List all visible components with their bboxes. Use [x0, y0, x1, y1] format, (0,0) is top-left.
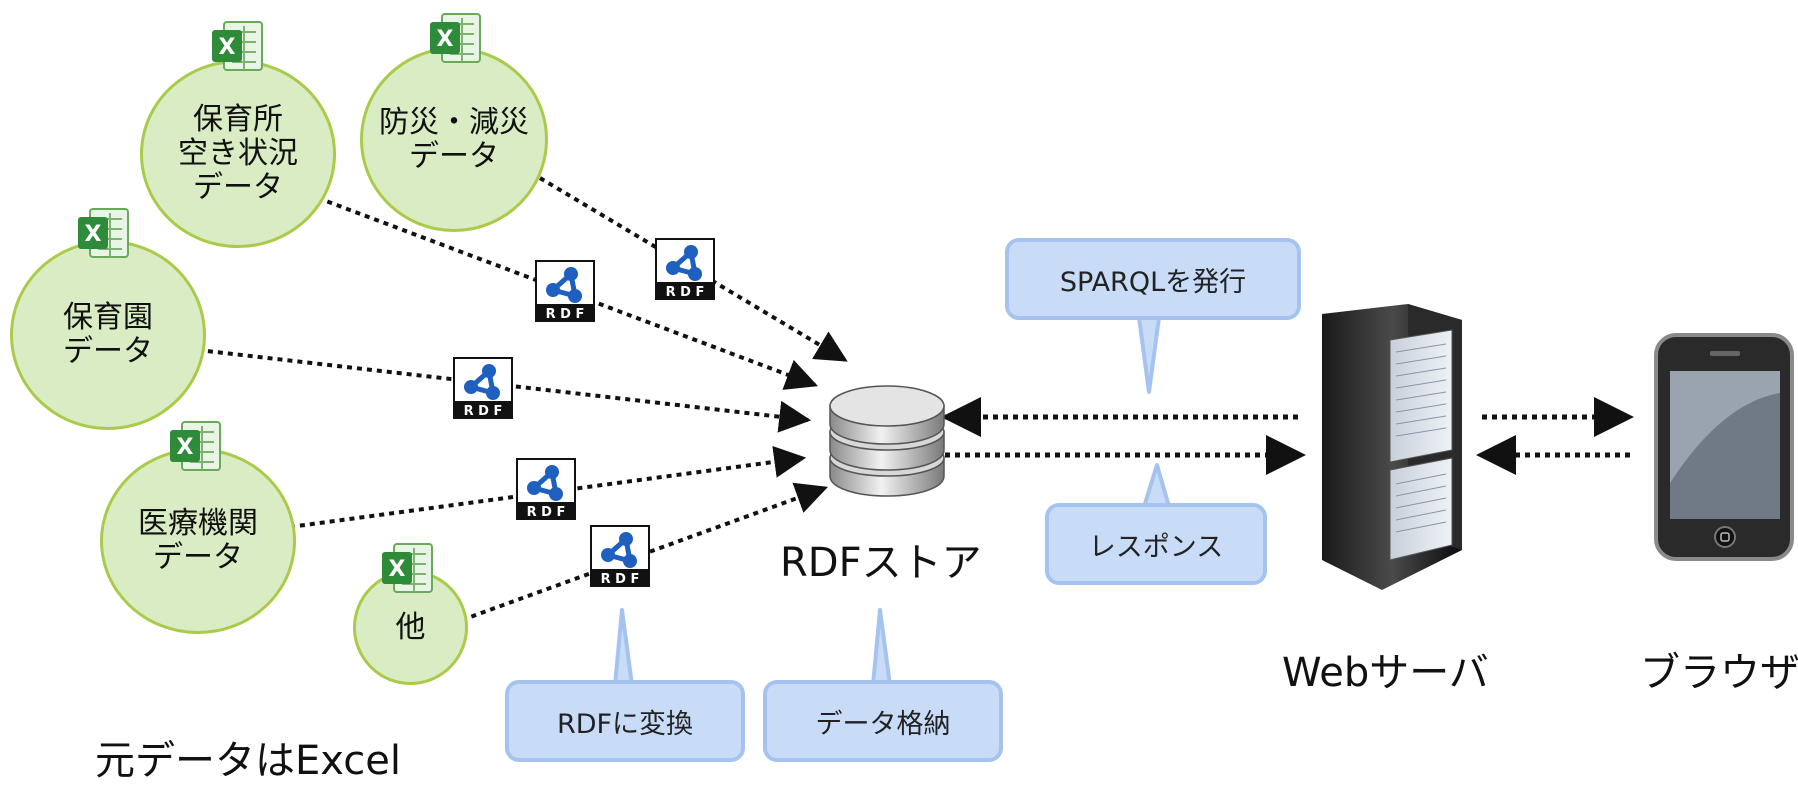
- callout-response: レスポンス: [1045, 503, 1267, 585]
- arrow-nursery-vacancy-to-store: [317, 196, 818, 390]
- source-nursery: 保育園 データ: [10, 240, 206, 430]
- database-icon: [829, 385, 945, 497]
- rdf-icon-text: R D F: [601, 572, 640, 587]
- excel-icon: X: [212, 21, 263, 71]
- smartphone-icon: [1654, 333, 1794, 561]
- rdf-icon-text: R D F: [464, 404, 503, 419]
- server-icon: [1322, 304, 1462, 590]
- callout-response-text: レスポンス: [1088, 531, 1224, 563]
- callout-store-text: データ格納: [815, 708, 951, 740]
- rdf-icon-text: R D F: [546, 307, 585, 322]
- rdf-icon: R D F: [453, 357, 513, 419]
- source-label: 保育園 データ: [63, 300, 153, 369]
- source-disaster: 防災・減災 データ: [360, 47, 548, 232]
- callout-convert-text: RDFに変換: [556, 708, 694, 740]
- source-label: 保育所 空き状況 データ: [178, 102, 298, 205]
- source-label: 医療機関 データ: [138, 506, 258, 575]
- rdf-icon-text: R D F: [527, 505, 566, 520]
- source-nursery-vacancy: 保育所 空き状況 データ: [140, 60, 336, 248]
- arrow-nursery-to-store: [197, 348, 812, 433]
- rdf-icon-text: R D F: [666, 285, 705, 300]
- rdf-icon: R D F: [590, 525, 650, 587]
- callout-store: データ格納: [763, 680, 1003, 762]
- source-medical: 医療機関 データ: [100, 448, 296, 634]
- browser-label: ブラウザ: [1640, 650, 1798, 696]
- svg-text:X: X: [85, 222, 102, 247]
- svg-text:X: X: [219, 35, 236, 60]
- store-label: RDFストア: [780, 540, 982, 586]
- excel-icon: X: [430, 13, 481, 63]
- source-label: 他: [395, 609, 426, 645]
- svg-text:X: X: [437, 27, 454, 52]
- rdf-icon: R D F: [516, 458, 576, 520]
- callout-convert: RDFに変換: [505, 680, 745, 762]
- server-label: Webサーバ: [1282, 650, 1489, 696]
- excel-icon: X: [78, 208, 129, 258]
- excel-icon: X: [170, 421, 221, 471]
- excel-icon: X: [382, 543, 433, 593]
- source-label: 防災・減災 データ: [379, 104, 529, 174]
- callout-sparql-text: SPARQLを発行: [1059, 266, 1247, 298]
- arrow-medical-to-store: [289, 445, 807, 529]
- rdf-icon: R D F: [655, 238, 715, 300]
- callout-sparql: SPARQLを発行: [1005, 238, 1301, 320]
- svg-text:X: X: [177, 435, 194, 460]
- svg-text:X: X: [389, 557, 406, 582]
- source-caption: 元データはExcel: [95, 738, 401, 784]
- rdf-icon: R D F: [535, 260, 595, 322]
